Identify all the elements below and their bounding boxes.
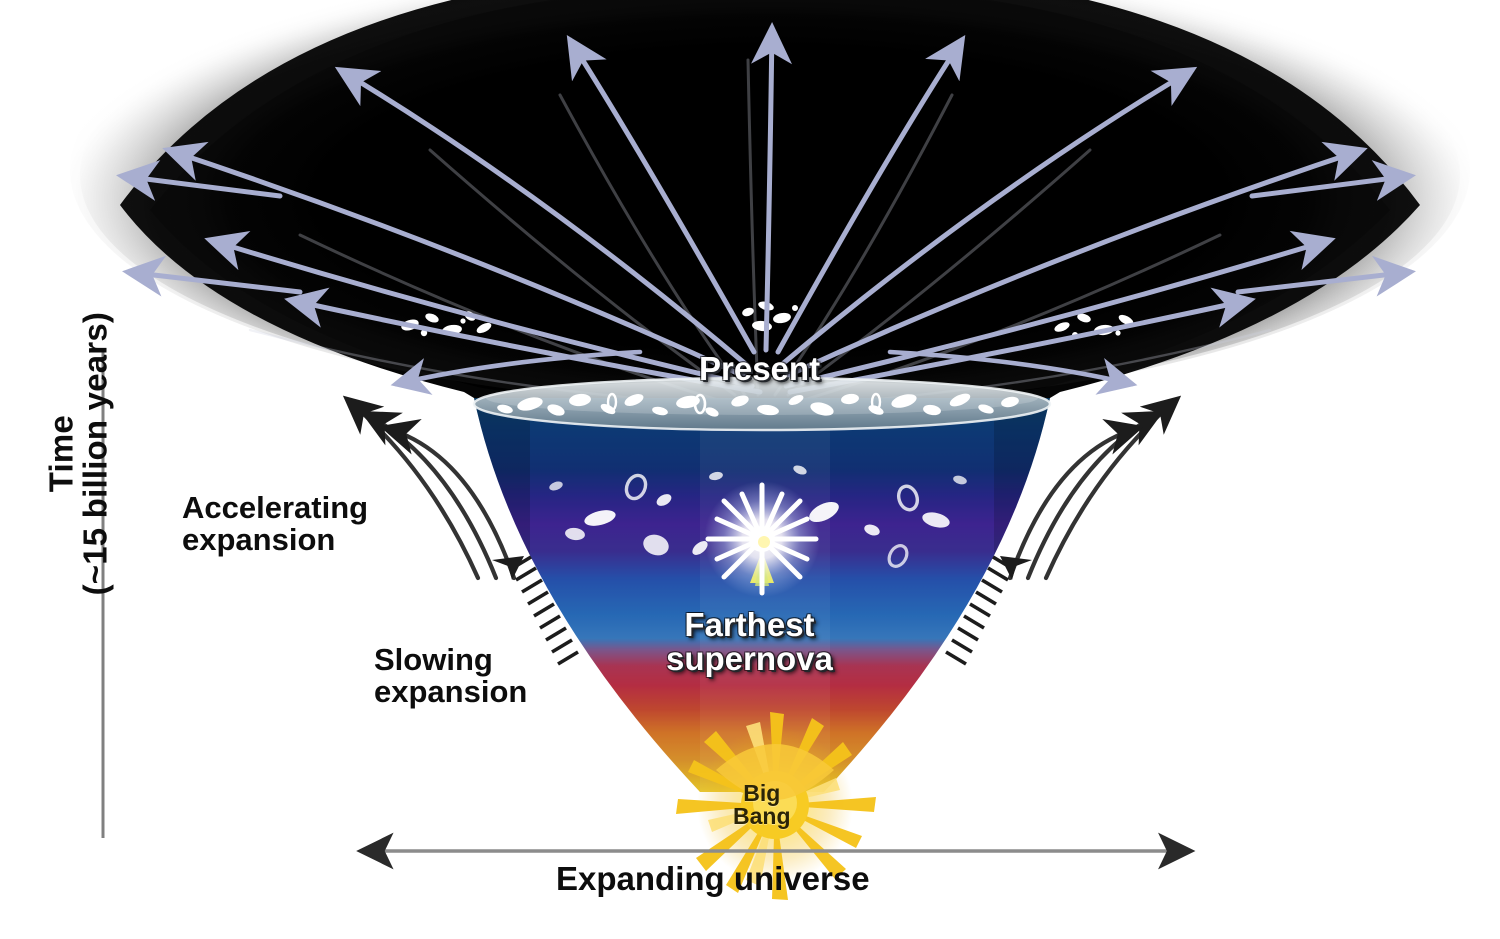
expansion-arrow-r7 [1249, 160, 1416, 201]
accel-arrow-r3 [1007, 419, 1145, 581]
expansion-arrow-l6 [122, 255, 303, 297]
expansion-arrow-l4 [334, 66, 751, 369]
present-label: Present [699, 350, 821, 387]
slowing-expansion-arrow-left [492, 555, 579, 666]
farthest-supernova-marker [704, 481, 820, 597]
expansion-arrow-c1 [751, 22, 793, 353]
farthest-supernova-label: Farthest supernova [666, 606, 833, 677]
accelerating-expansion-arrows [342, 395, 517, 581]
expansion-arrow-r2 [777, 66, 1198, 369]
expansion-arrows-rim [390, 349, 1138, 395]
rim-arrow-left [390, 349, 643, 395]
slowing-expansion-arrow-right [945, 555, 1032, 666]
slowing-expansion-label: Slowing expansion [374, 642, 528, 709]
expanding-universe-label: Expanding universe [556, 860, 870, 897]
present-disk-galaxies [497, 392, 1019, 417]
expansion-arrow-l3 [162, 141, 751, 381]
expansion-arrow-r1 [775, 34, 966, 355]
time-axis-label: Time (~15 billion years) [42, 311, 113, 596]
cone-galaxies [549, 465, 967, 568]
expansion-arrow-l5 [566, 34, 757, 355]
accelerating-expansion-arrows-right [1007, 395, 1182, 581]
expansion-arrow-l2 [204, 230, 755, 389]
expansion-arrow-l7 [116, 160, 283, 201]
present-disk [472, 376, 1052, 432]
accel-arrow-r1 [1043, 395, 1182, 581]
accel-arrow-3 [379, 419, 517, 581]
expansion-arrow-r4 [783, 230, 1336, 389]
rim-arrow-right [887, 349, 1138, 395]
accelerating-expansion-label: Accelerating expansion [182, 490, 369, 557]
expansion-arrow-r6 [1235, 255, 1416, 297]
big-bang-label: Big Bang [733, 780, 791, 830]
expansion-arrow-r3 [779, 141, 1368, 381]
